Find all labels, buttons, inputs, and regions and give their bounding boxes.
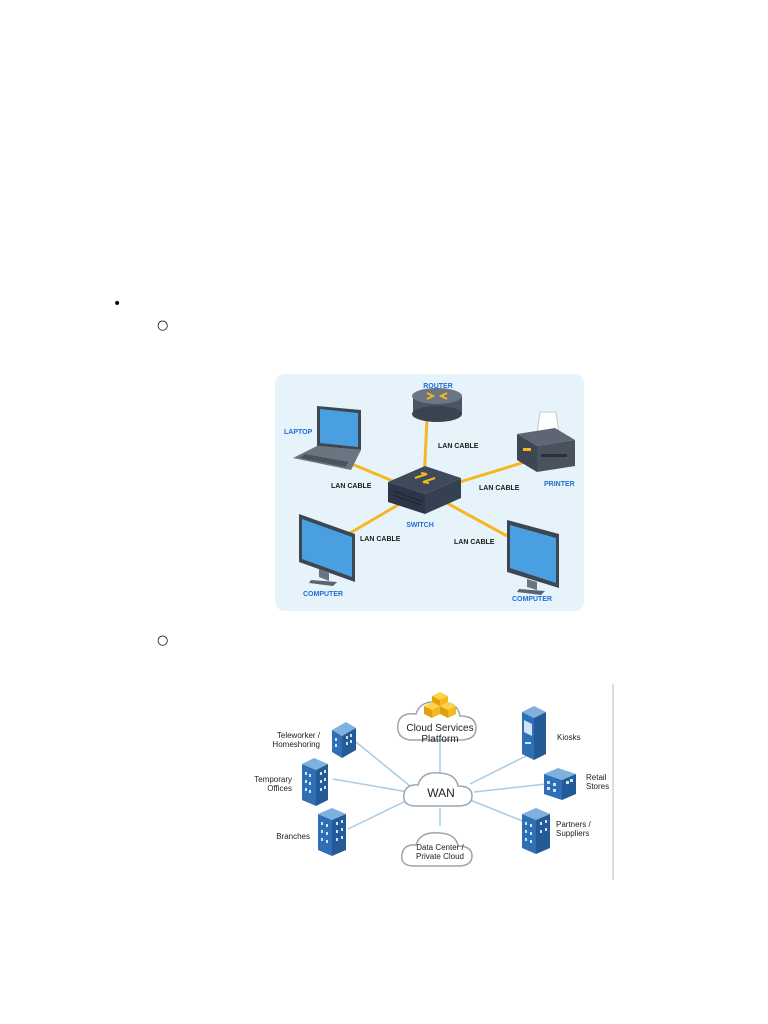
temporary-offices-building-icon (302, 758, 328, 806)
partners-label-line2: Suppliers (556, 829, 589, 838)
router-label: ROUTER (423, 383, 453, 390)
computer-right-label: COMPUTER (512, 596, 552, 603)
cloud-services-icon (397, 692, 477, 741)
teleworker-building-icon (332, 722, 356, 758)
partners-label-line1: Partners / (556, 820, 591, 829)
computer-right-icon (507, 520, 559, 595)
wan-links (332, 741, 547, 830)
printer-icon (517, 411, 575, 472)
datacenter-label-line2: Private Cloud (416, 852, 464, 861)
switch-label: SWITCH (406, 522, 434, 529)
kiosks-label: Kiosks (557, 733, 581, 742)
teleworker-label-line2: Homeshoring (272, 740, 320, 749)
cable-label-router: LAN CABLE (438, 443, 479, 450)
switch-icon (388, 466, 461, 514)
retail-stores-label-line2: Stores (586, 782, 609, 791)
wan-cloud-icon (403, 772, 473, 807)
cable-label-computer-right: LAN CABLE (454, 539, 495, 546)
printer-label: PRINTER (544, 481, 575, 488)
cable-label-printer: LAN CABLE (479, 485, 520, 492)
datacenter-label-line1: Data Center / (416, 843, 464, 852)
branches-building-icon (318, 808, 346, 856)
cloud-services-label-line2: Platform (421, 734, 458, 745)
computer-left-label: COMPUTER (303, 591, 343, 598)
cable-label-laptop: LAN CABLE (331, 483, 372, 490)
temporary-offices-label-line2: Offices (267, 784, 292, 793)
teleworker-label-line1: Teleworker / (277, 731, 321, 740)
list-bullet-level1: • (113, 296, 122, 312)
laptop-label: LAPTOP (284, 429, 313, 436)
branches-label: Branches (276, 832, 310, 841)
cloud-services-label-line1: Cloud Services (406, 723, 473, 734)
datacenter-cloud-icon (401, 832, 473, 867)
partners-suppliers-building-icon (522, 808, 550, 854)
wan-label: WAN (427, 786, 455, 800)
retail-stores-label-line1: Retail (586, 773, 607, 782)
lan-cables (344, 418, 526, 538)
router-icon (412, 388, 462, 422)
computer-left-icon (299, 514, 355, 586)
kiosks-icon (522, 706, 546, 760)
temporary-offices-label-line1: Temporary (254, 775, 292, 784)
list-bullet-level2: ○ (157, 633, 169, 648)
list-bullet-level2: ○ (157, 318, 169, 333)
lan-network-diagram: ROUTER LAPTOP PRINTER SWITCH COMPUTER CO… (275, 374, 584, 611)
wan-network-diagram: Cloud Services Platform WAN Data Center … (240, 684, 616, 880)
retail-stores-building-icon (544, 768, 576, 800)
laptop-icon (293, 406, 361, 470)
cable-label-computer-left: LAN CABLE (360, 536, 401, 543)
